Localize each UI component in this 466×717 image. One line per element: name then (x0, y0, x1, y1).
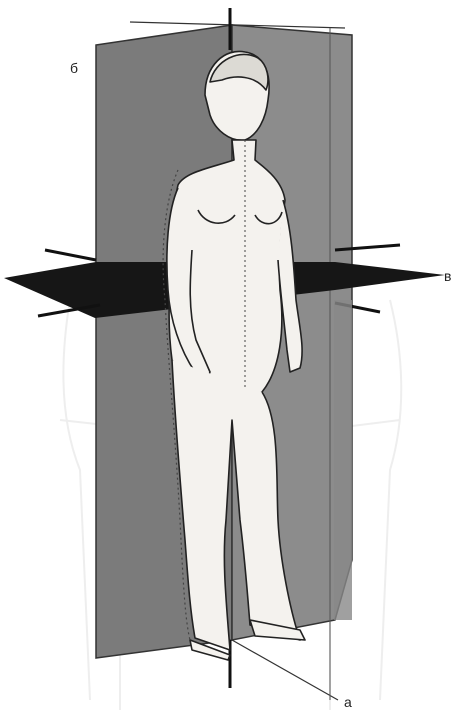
label-sagittal-plane: б (70, 60, 78, 76)
horizontal-axis-back (45, 250, 96, 260)
frontal-plane-edge-bottom (232, 640, 338, 700)
label-horizontal-plane: в (444, 268, 451, 284)
frontal-plane-strip (334, 300, 352, 620)
label-frontal-plane: а (344, 694, 352, 710)
